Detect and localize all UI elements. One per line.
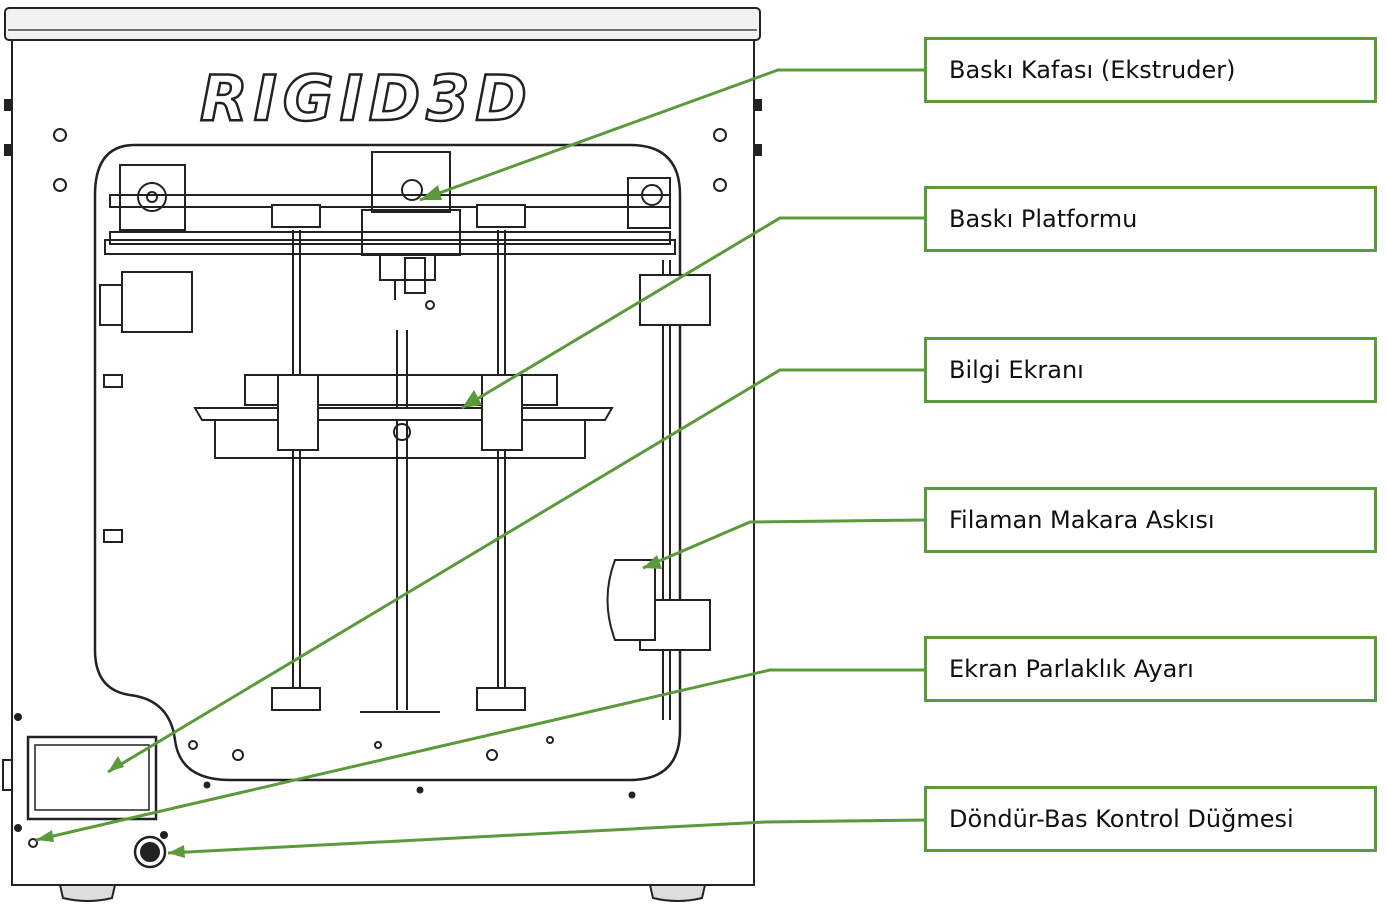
label-knob-text: Döndür-Bas Kontrol Düğmesi xyxy=(949,805,1294,833)
arrowhead-display xyxy=(108,756,124,772)
label-display-text: Bilgi Ekranı xyxy=(949,356,1084,384)
label-extruder-text: Baskı Kafası (Ekstruder) xyxy=(949,56,1236,84)
label-spool: Filaman Makara Askısı xyxy=(924,487,1377,553)
leader-display xyxy=(107,368,925,774)
label-display: Bilgi Ekranı xyxy=(924,337,1377,403)
label-extruder: Baskı Kafası (Ekstruder) xyxy=(924,37,1377,103)
leader-lines xyxy=(35,68,926,855)
arrowhead-platform xyxy=(462,390,482,408)
leader-spool xyxy=(642,518,926,570)
leader-brightness xyxy=(35,668,925,842)
printer-drawing xyxy=(2,7,762,902)
label-knob: Döndür-Bas Kontrol Düğmesi xyxy=(924,786,1377,852)
label-platform: Baskı Platformu xyxy=(924,186,1377,252)
label-brightness-text: Ekran Parlaklık Ayarı xyxy=(949,655,1194,683)
arrowhead-knob xyxy=(168,845,185,858)
label-platform-text: Baskı Platformu xyxy=(949,205,1138,233)
label-spool-text: Filaman Makara Askısı xyxy=(949,506,1215,534)
leader-knob xyxy=(167,818,926,855)
leader-extruder xyxy=(419,68,925,202)
brand-logo: RIGID3D xyxy=(199,61,533,137)
arrowhead-extruder xyxy=(420,185,442,200)
label-brightness: Ekran Parlaklık Ayarı xyxy=(924,636,1377,702)
leader-platform xyxy=(461,216,925,410)
arrowhead-brightness xyxy=(36,830,54,842)
arrowhead-spool xyxy=(643,555,662,569)
leader-arrowheads xyxy=(36,185,662,858)
